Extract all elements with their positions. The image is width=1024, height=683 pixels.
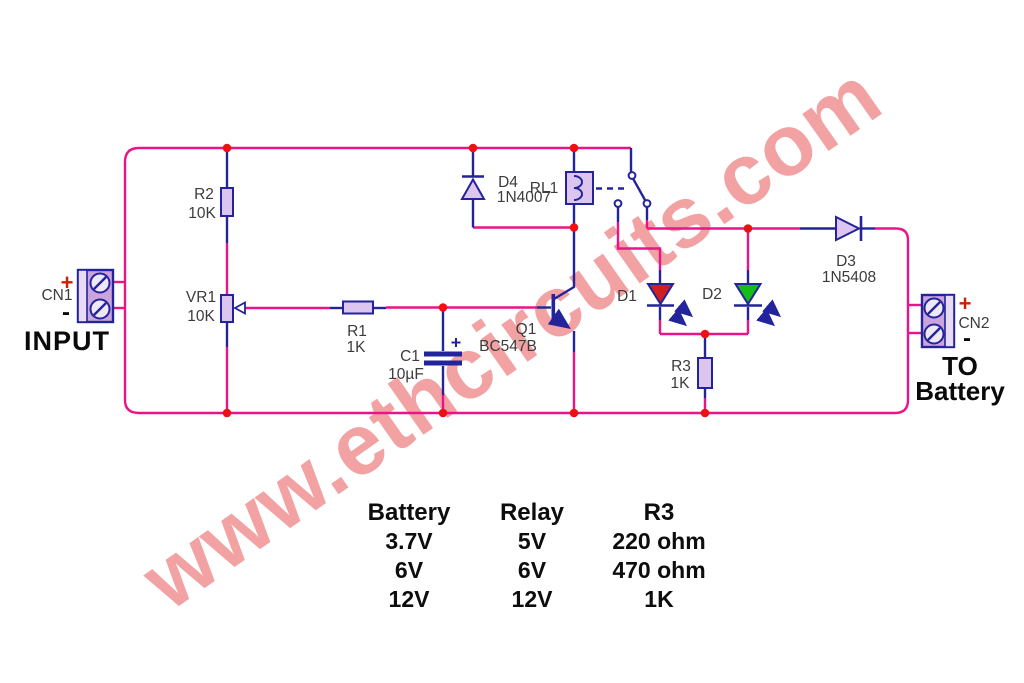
relay-RL1: [565, 171, 594, 205]
resistor-R1: [342, 300, 374, 315]
connector-CN1: [76, 268, 115, 324]
main-loop-wire: [123, 146, 910, 415]
r2-value-label: 10K: [188, 205, 216, 222]
wiper-arrow-icon: [233, 300, 246, 316]
q1-ref-label: Q1: [516, 321, 537, 338]
d2-ref-label: D2: [702, 286, 722, 303]
table-cell: 6V: [517, 557, 547, 583]
switch-no-contact: [642, 199, 652, 208]
r1-value-label: 1K: [347, 339, 367, 356]
input-label: INPUT: [24, 326, 110, 356]
led-D1: [646, 283, 694, 327]
led-emission-arrows-icon: [756, 299, 782, 327]
table-cell: 12V: [511, 586, 553, 612]
wires: [113, 146, 922, 415]
led-emission-arrows-icon: [668, 299, 694, 327]
d4-value-label: 1N4007: [497, 189, 551, 206]
led-D2: [733, 283, 782, 327]
d1-ref-label: D1: [617, 288, 637, 305]
battery-label: Battery: [915, 376, 1005, 406]
rl1-ref-label: RL1: [530, 180, 558, 197]
r3-value-label: 1K: [671, 375, 691, 392]
r2-ref-label: R2: [194, 186, 214, 203]
polarity-plus-icon: [451, 338, 461, 347]
junction-dots: [222, 143, 753, 418]
table-cell: 3.7V: [385, 528, 433, 554]
potentiometer-VR1: [220, 294, 246, 323]
table-cell: 220 ohm: [612, 528, 706, 554]
table-cell: 1K: [644, 586, 674, 612]
table-cell: 12V: [388, 586, 430, 612]
table-cell: 470 ohm: [612, 557, 706, 583]
vr1-value-label: 10K: [187, 308, 215, 325]
table-header-battery: Battery: [367, 499, 451, 526]
resistor-R2: [220, 187, 234, 217]
cn2-minus-label: -: [963, 325, 971, 352]
r1-ref-label: R1: [347, 323, 367, 340]
connector-labels: + CN1 - INPUT + CN2 - TO Battery: [24, 270, 1005, 406]
d4-ref-label: D4: [498, 174, 518, 191]
table-header-relay: Relay: [499, 499, 565, 526]
relay-coil-icon: [573, 175, 583, 201]
connector-CN2: [920, 293, 956, 349]
vr1-ref-label: VR1: [186, 289, 216, 306]
switch-pole-contact: [627, 171, 637, 180]
table-cell: 5V: [517, 528, 547, 554]
nc-contact-to-d1-wire: [616, 222, 662, 270]
cn1-ref-label: CN1: [41, 287, 72, 304]
c1-ref-label: C1: [400, 348, 420, 365]
r3-ref-label: R3: [671, 358, 691, 375]
diode-D3: [835, 215, 863, 242]
table-cell: 6V: [394, 557, 424, 583]
d3-ref-label: D3: [836, 253, 856, 270]
resistor-R3: [697, 357, 713, 389]
c1-value-label: 10µF: [388, 366, 424, 383]
cn1-plus-label: +: [61, 270, 74, 295]
spec-table: Battery Relay R3 3.7V 5V 220 ohm 6V 6V 4…: [350, 498, 722, 614]
component-leads: [225, 148, 875, 398]
cn2-ref-label: CN2: [958, 315, 989, 332]
relay-switch: [613, 171, 652, 208]
switch-nc-contact: [613, 199, 623, 208]
d3-value-label: 1N5408: [822, 269, 876, 286]
diode-D4: [460, 175, 486, 200]
cn2-plus-label: +: [959, 291, 972, 316]
capacitor-C1: [424, 338, 462, 366]
transistor-Q1: [551, 294, 556, 324]
table-header-r3: R3: [643, 499, 675, 526]
q1-value-label: BC547B: [479, 338, 537, 355]
component-labels: R2 10K VR1 10K R1 1K C1 10µF D4 1N4007 R…: [186, 174, 876, 392]
cn1-minus-label: -: [62, 299, 70, 326]
to-label: TO: [942, 351, 978, 381]
